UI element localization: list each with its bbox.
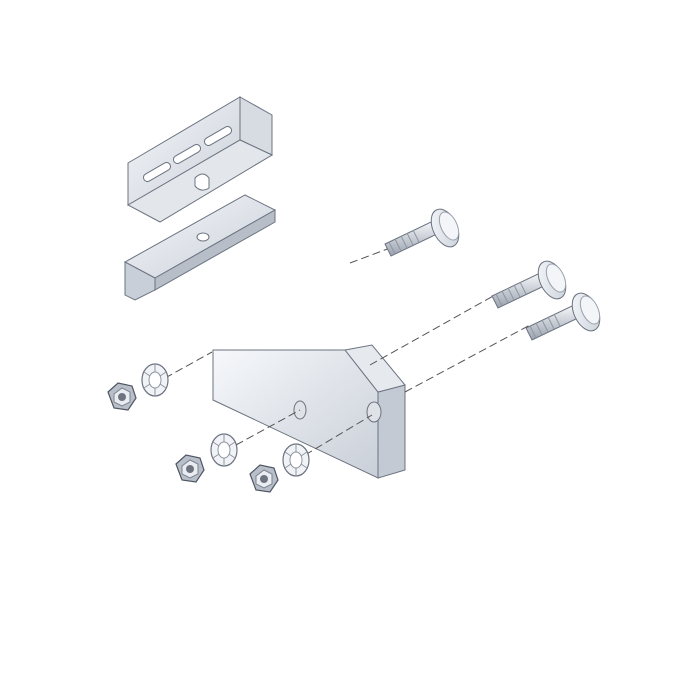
lock-washer	[282, 443, 310, 477]
lock-washer	[141, 363, 169, 397]
hex-nut	[107, 382, 137, 411]
carriage-bolt	[525, 288, 606, 341]
lock-washer	[210, 433, 238, 467]
slotted-angle-bracket	[126, 96, 274, 223]
carriage-bolt	[384, 204, 465, 257]
angle-bracket-with-hole	[123, 194, 277, 301]
carriage-bolt	[491, 256, 572, 309]
mounting-plate-bracket	[212, 344, 406, 479]
hex-nut	[249, 464, 279, 493]
hex-nut	[175, 454, 205, 483]
alignment-lines	[164, 247, 531, 456]
